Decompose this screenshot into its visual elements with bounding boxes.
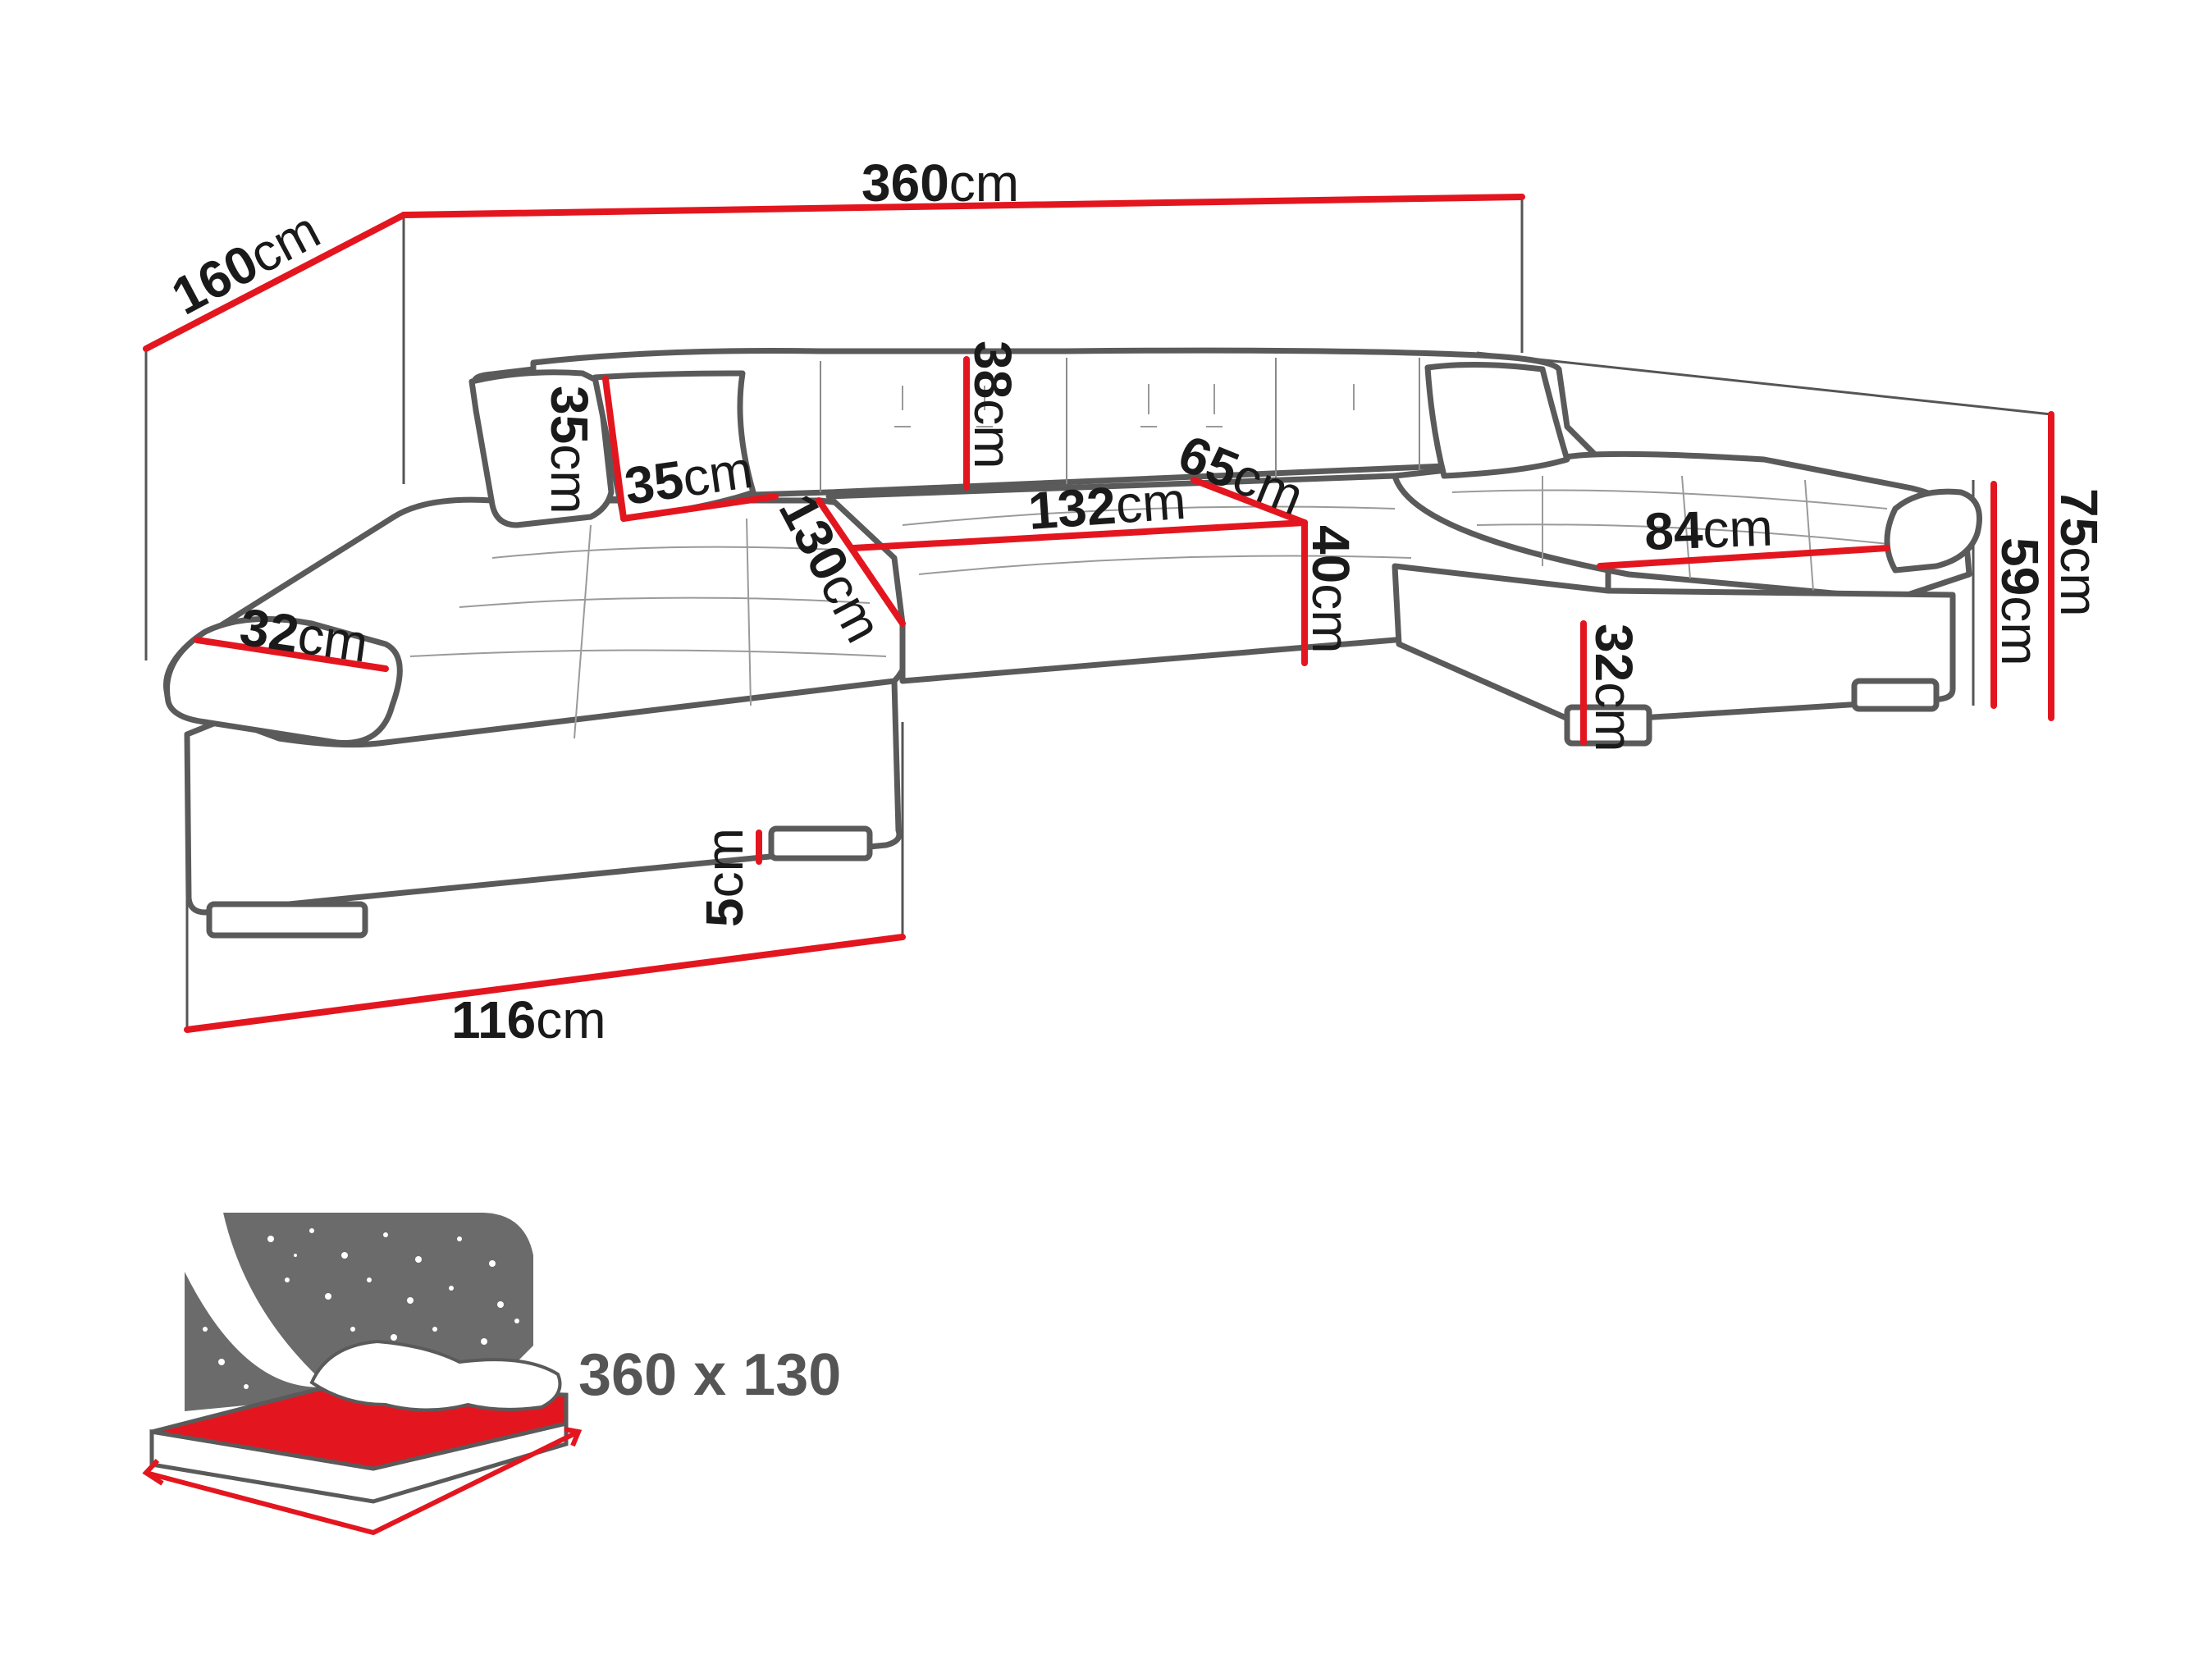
sleeping-area-icon — [142, 1213, 583, 1536]
dim-line-35-vertical — [602, 376, 627, 522]
label-32-front: 32cm — [1584, 624, 1643, 752]
label-160: 160cm — [162, 200, 329, 327]
sleeping-area-label: 360 x 130 — [578, 1342, 841, 1408]
dim-line-360 — [400, 194, 1525, 218]
label-75: 75cm — [2050, 488, 2109, 617]
label-5: 5cm — [695, 828, 754, 927]
dim-line-116 — [184, 934, 906, 1033]
night-sky-icon — [223, 1213, 533, 1387]
dim-line-132 — [850, 519, 1308, 551]
label-35-vertical: 35cm — [540, 386, 599, 514]
sofa-outline — [163, 347, 1982, 939]
dim-line-84 — [1597, 545, 1890, 569]
label-32-armrest: 32cm — [236, 597, 372, 674]
width-arrow-icon — [145, 1429, 580, 1536]
dim-line-32-armrest — [194, 637, 389, 672]
label-84: 84cm — [1643, 498, 1774, 561]
label-116: 116cm — [451, 990, 606, 1049]
label-59: 59cm — [1990, 537, 2050, 666]
dim-line-65 — [1191, 477, 1308, 526]
pillow-icon — [309, 1339, 562, 1412]
dimension-lines — [143, 194, 2054, 1033]
label-35-horizontal: 35cm — [621, 440, 756, 516]
stars-icon — [203, 1228, 519, 1389]
label-132: 132cm — [1026, 471, 1188, 541]
dim-line-160 — [143, 212, 407, 352]
dim-line-130 — [816, 497, 906, 627]
label-40: 40cm — [1301, 525, 1360, 654]
dim-line-35-horizontal — [620, 493, 779, 522]
label-360: 360cm — [861, 153, 1019, 213]
label-38: 38cm — [963, 340, 1022, 469]
